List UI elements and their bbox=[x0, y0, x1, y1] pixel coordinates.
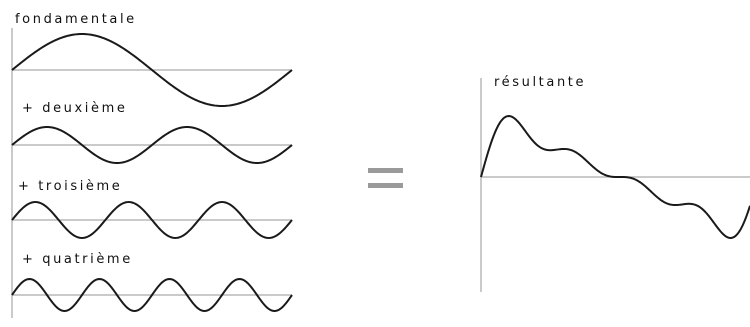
label-fundamental: fondamentale bbox=[15, 12, 137, 27]
label-result: résultante bbox=[494, 75, 586, 90]
equals-sign: = bbox=[368, 168, 403, 191]
wave-second-harmonic bbox=[11, 125, 293, 165]
wave-result bbox=[480, 115, 750, 239]
wave-fourth-harmonic bbox=[11, 277, 293, 313]
wave-fundamental bbox=[11, 32, 293, 108]
label-second-harmonic: + deuxième bbox=[22, 101, 127, 116]
equals-text: = bbox=[385, 189, 386, 191]
equals-bar-top bbox=[368, 168, 403, 173]
equals-bar-bottom bbox=[368, 183, 403, 188]
label-fourth-harmonic: + quatrième bbox=[22, 252, 133, 267]
label-third-harmonic: + troisième bbox=[18, 179, 122, 194]
wave-third-harmonic bbox=[11, 200, 293, 240]
